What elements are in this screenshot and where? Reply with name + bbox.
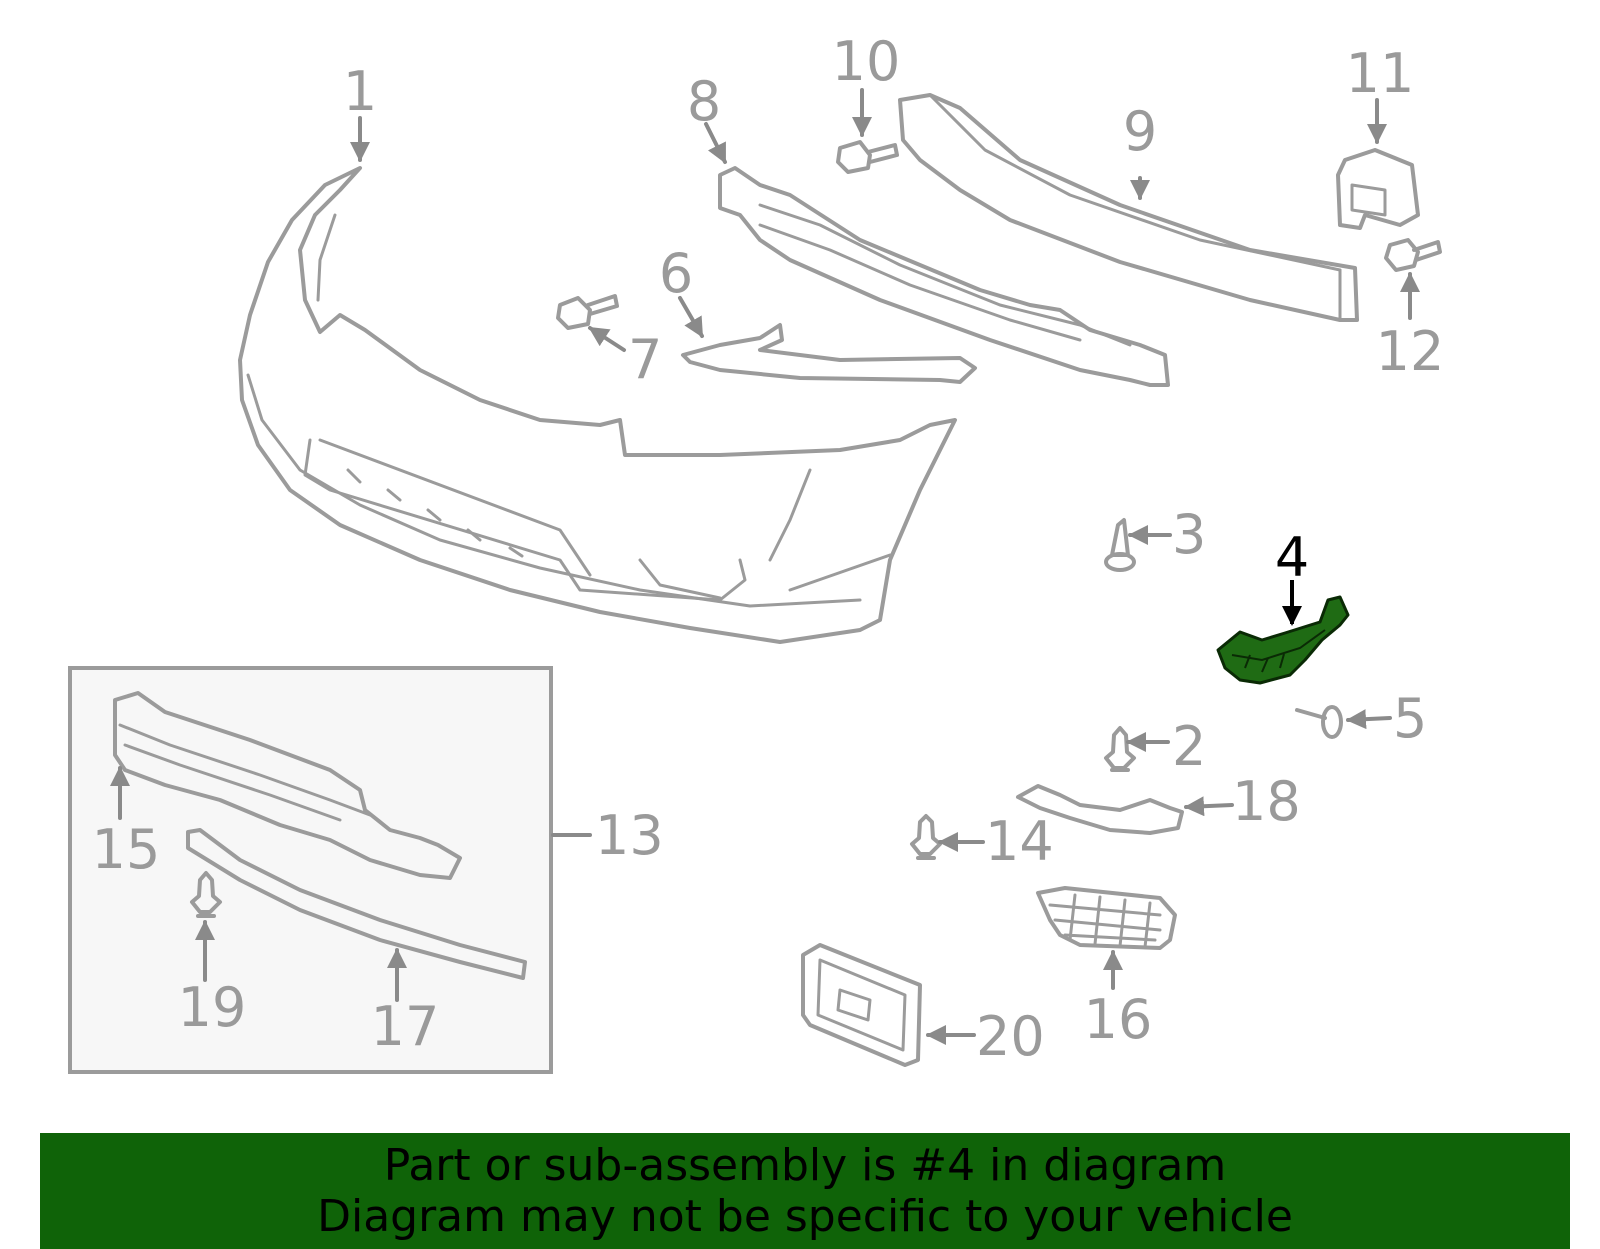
part-10-bolt[interactable] bbox=[836, 140, 899, 174]
callout-17: 17 bbox=[371, 995, 440, 1058]
part-8-energy-absorber[interactable] bbox=[718, 166, 1170, 387]
callout-10: 10 bbox=[832, 30, 901, 93]
part-7-bolt[interactable] bbox=[556, 294, 619, 330]
callout-3: 3 bbox=[1172, 503, 1206, 566]
part-12-bolt[interactable] bbox=[1384, 238, 1442, 272]
part-4-bumper-bracket[interactable] bbox=[1216, 595, 1350, 685]
callout-4: 4 bbox=[1275, 526, 1309, 589]
callout-14: 14 bbox=[985, 810, 1054, 873]
callout-5: 5 bbox=[1393, 687, 1427, 750]
callout-11: 11 bbox=[1346, 42, 1415, 105]
callout-9: 9 bbox=[1123, 100, 1157, 163]
callout-19: 19 bbox=[178, 976, 247, 1039]
banner-line-2: Diagram may not be specific to your vehi… bbox=[317, 1191, 1293, 1242]
part-9-reinforcement-beam[interactable] bbox=[898, 93, 1359, 322]
callout-2: 2 bbox=[1172, 715, 1206, 778]
callout-16: 16 bbox=[1084, 988, 1153, 1051]
callout-18: 18 bbox=[1232, 770, 1301, 833]
part-6-support-strip[interactable] bbox=[681, 323, 977, 384]
callout-15: 15 bbox=[92, 818, 161, 881]
part-20-license-bracket[interactable] bbox=[801, 943, 922, 1067]
part-14-clip[interactable] bbox=[910, 814, 942, 860]
callout-8: 8 bbox=[687, 70, 721, 133]
leader-lines bbox=[110, 88, 1420, 1045]
part-15-grille[interactable] bbox=[113, 691, 462, 880]
callout-6: 6 bbox=[659, 242, 693, 305]
info-banner: Part or sub-assembly is #4 in diagram Di… bbox=[40, 1133, 1570, 1249]
callout-13: 13 bbox=[595, 804, 664, 867]
part-1-bumper-cover[interactable] bbox=[238, 166, 957, 644]
banner-line-1: Part or sub-assembly is #4 in diagram bbox=[383, 1140, 1227, 1191]
part-17-molding-strip[interactable] bbox=[186, 828, 527, 980]
part-5-screw[interactable] bbox=[1295, 705, 1343, 739]
callout-20: 20 bbox=[976, 1005, 1045, 1068]
part-19-clip[interactable] bbox=[190, 871, 222, 918]
part-16-fog-grille[interactable] bbox=[1036, 886, 1177, 950]
part-18-bracket[interactable] bbox=[1016, 784, 1184, 835]
callout-1: 1 bbox=[343, 60, 377, 123]
part-11-bracket[interactable] bbox=[1336, 148, 1420, 230]
part-2-clip[interactable] bbox=[1104, 726, 1136, 772]
callout-12: 12 bbox=[1376, 320, 1445, 383]
inset-box-13 bbox=[68, 666, 553, 1074]
part-3-screw[interactable] bbox=[1104, 518, 1136, 572]
callout-7: 7 bbox=[628, 328, 662, 391]
